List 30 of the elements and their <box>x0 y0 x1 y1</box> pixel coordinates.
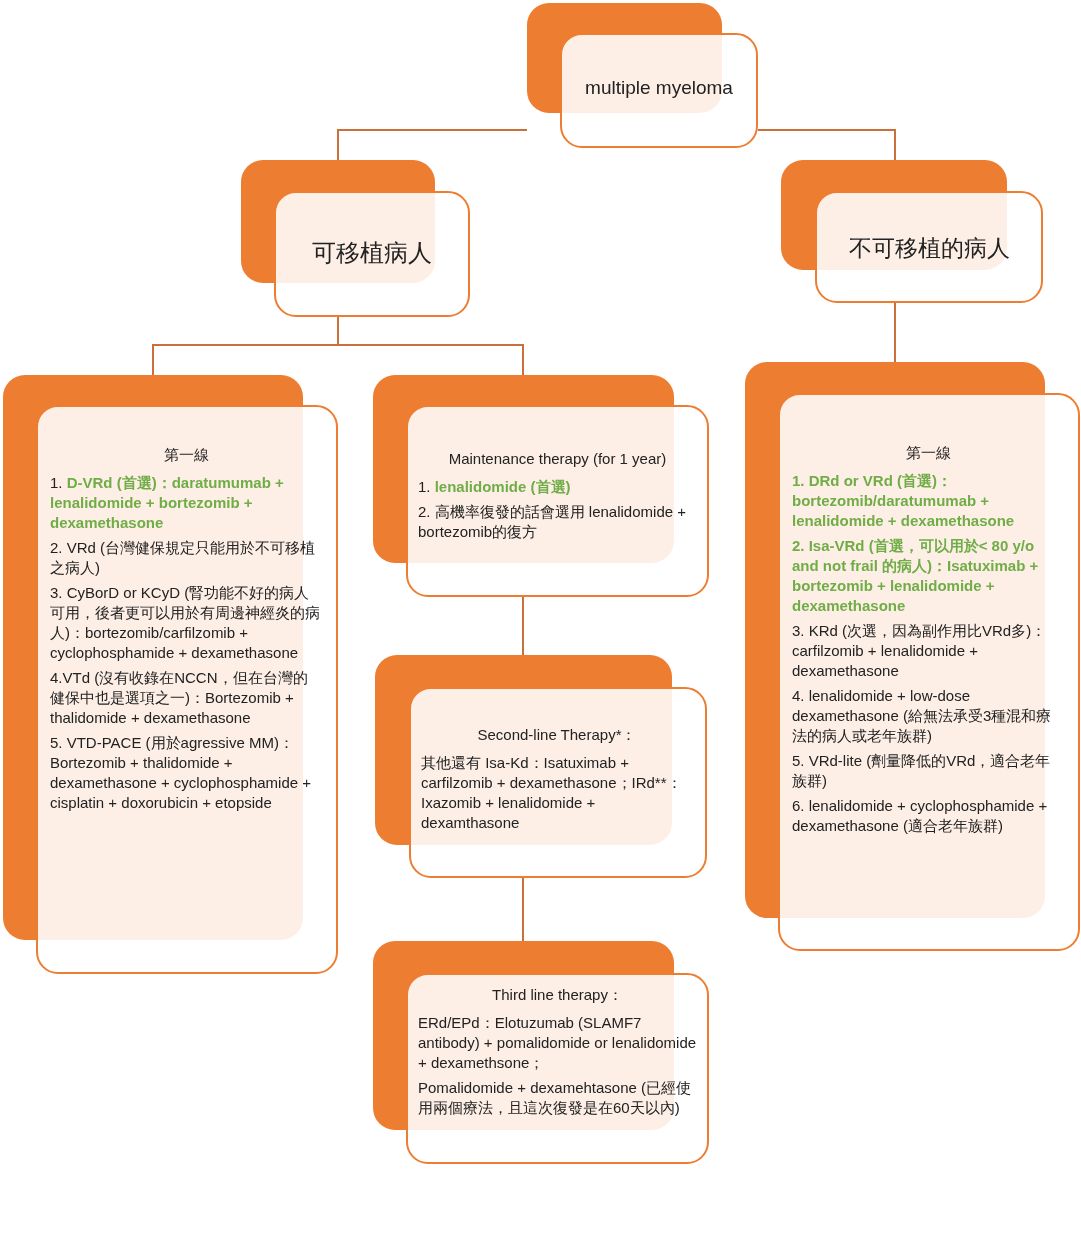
connector-line <box>894 302 896 363</box>
card-heading: 第一線 <box>162 445 210 465</box>
list-item: 其他還有 Isa-Kd：Isatuximab + carfilzomib + dexamethasone；IRd**：Ixazomib + lenalidomide + dexamthasone <box>421 753 683 833</box>
connector-line <box>522 596 524 656</box>
connector-line <box>337 129 528 161</box>
list-item: Pomalidomide + dexamehtasone (已經使用兩個療法，且這次復發是在60天以內) <box>418 1078 693 1118</box>
list-item: 4.VTd (沒有收錄在NCCN，但在台灣的健保中也是選項之一)：Bortezomib + thalidomide + dexamethasone <box>50 668 309 728</box>
connector-line <box>757 129 896 161</box>
connector-line <box>522 877 524 942</box>
card-heading: Maintenance therapy (for 1 year) <box>447 449 668 469</box>
list-item: 5. VTD-PACE (用於agressive MM)：Bortezomib + thalidomide + dexamethasone + cyclophosphamide + cisplatin + doxorubicin + etopside <box>50 733 312 813</box>
card-heading: Third line therapy： <box>491 985 624 1005</box>
list-item: 2. Isa-VRd (首選，可以用於< 80 y/o and not frail 的病人)：Isatuximab + bortezomib + lenalidomide + dexamethasone <box>792 536 1040 616</box>
list-item: 6. lenalidomide + cyclophosphamide + dexamethasone (適合老年族群) <box>792 796 1049 836</box>
list-item: 1. DRd or VRd (首選)：bortezomib/daratumumab + lenalidomide + dexamethasone <box>792 471 1016 531</box>
list-item: 1. D-VRd (首選)：daratumumab + lenalidomide + bortezomib + dexamethasone <box>50 473 285 533</box>
list-item: 4. lenalidomide + low-dose dexamethasone (給無法承受3種混和療法的病人或老年族群) <box>792 686 1053 746</box>
card-title: 不可移植的病人 <box>847 234 1011 263</box>
card-title: multiple myeloma <box>584 77 734 99</box>
list-item: 3. CyBorD or KCyD (腎功能不好的病人可用，後者更可以用於有周邊神經炎的病人)：bortezomib/carfilzomib + cyclophosphamide + dexamethasone <box>50 583 321 663</box>
card-title: 可移植病人 <box>311 238 433 268</box>
list-item: ERd/EPd：Elotuzumab (SLAMF7 antibody) + pomalidomide or lenalidomide + dexamethsone； <box>418 1013 697 1073</box>
list-item: 2. 高機率復發的話會選用 lenalidomide + bortezomib的復方 <box>418 502 687 542</box>
list-item: 2. VRd (台灣健保規定只能用於不可移植之病人) <box>50 538 317 578</box>
connector-line <box>337 316 524 376</box>
list-item: 1. lenalidomide (首選) <box>418 477 572 497</box>
list-item: 3. KRd (次選，因為副作用比VRd多)：carfilzomib + lenalidomide + dexamethasone <box>792 621 1048 681</box>
card-heading: Second-line Therapy*： <box>476 725 638 745</box>
card-heading: 第一線 <box>904 443 952 463</box>
list-item: 5. VRd-lite (劑量降低的VRd，適合老年族群) <box>792 751 1052 791</box>
